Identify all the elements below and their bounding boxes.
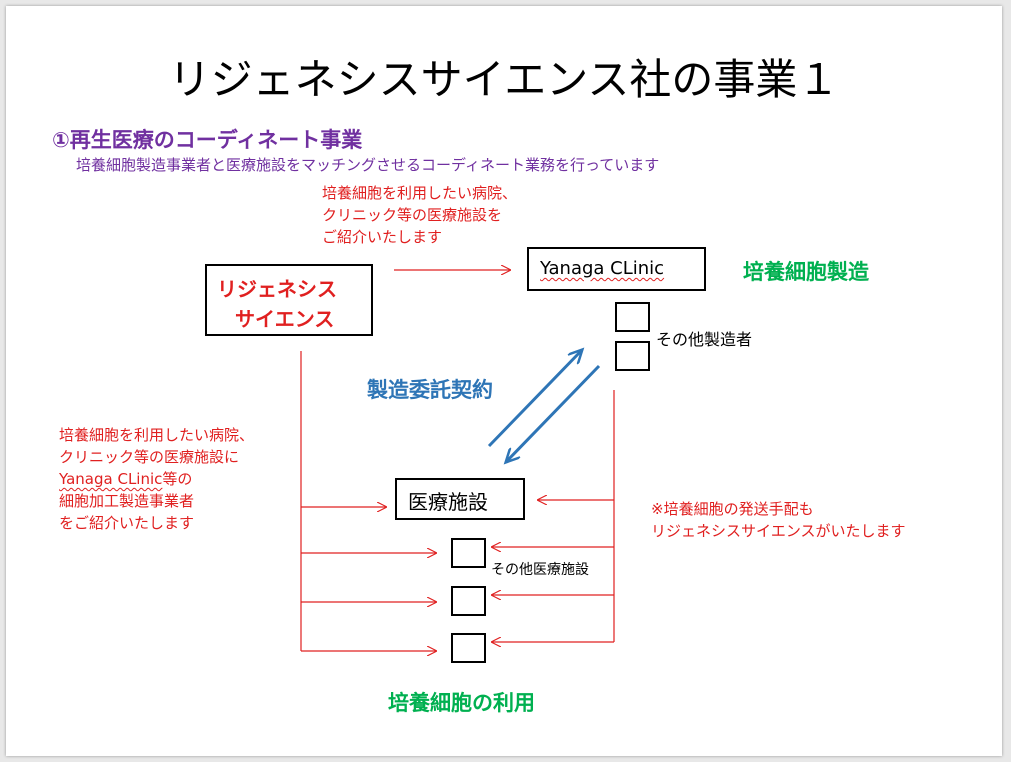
top-note: 培養細胞を利用したい病院、 クリニック等の医療施設を ご紹介いたします (322, 182, 517, 248)
clinic-box: Yanaga CLinic (527, 247, 706, 291)
left-note-line: 細胞加工製造事業者 (59, 492, 195, 510)
manufacturer-square (615, 341, 650, 371)
manufacturer-square (615, 302, 650, 332)
clinic-label: Yanaga CLinic (540, 258, 665, 279)
contract-arrow-down (507, 364, 601, 461)
top-note-line: 培養細胞を利用したい病院、 (322, 184, 518, 202)
regenesis-label-line: リジェネシス (217, 277, 337, 301)
cell-usage-label: 培養細胞の利用 (388, 691, 535, 715)
medical-facility-label: 医療施設 (408, 490, 488, 514)
left-note-line: をご紹介いたします (59, 514, 195, 532)
medical-square (451, 538, 486, 568)
medical-square (451, 586, 486, 616)
regenesis-label-line: サイエンス (235, 307, 335, 331)
left-note-brand-suffix: 等の (162, 470, 193, 488)
other-medical-label: その他医療施設 (491, 562, 589, 578)
other-manufacturers-label: その他製造者 (656, 330, 753, 349)
medical-square (451, 633, 486, 663)
top-note-line: クリニック等の医療施設を (322, 206, 503, 224)
left-note-line: 培養細胞を利用したい病院、 (59, 426, 255, 444)
left-note-brand: Yanaga CLinic (59, 470, 163, 488)
right-note: ※培養細胞の発送手配も リジェネシスサイエンスがいたします (651, 498, 906, 542)
section-heading: ①再生医療のコーディネート事業 (52, 128, 363, 152)
contract-arrow-up (487, 351, 581, 448)
regenesis-box: リジェネシス サイエンス (205, 264, 373, 336)
section-subtitle: 培養細胞製造事業者と医療施設をマッチングさせるコーディネート業務を行っています (76, 156, 660, 174)
left-note-line: クリニック等の医療施設に (59, 448, 240, 466)
left-note: 培養細胞を利用したい病院、 クリニック等の医療施設に Yanaga CLinic… (59, 424, 254, 534)
connector-lines (300, 6, 615, 756)
slide: リジェネシスサイエンス社の事業１ ①再生医療のコーディネート事業 培養細胞製造事… (6, 6, 1002, 756)
slide-title: リジェネシスサイエンス社の事業１ (168, 55, 840, 104)
medical-facility-box: 医療施設 (395, 478, 525, 520)
contract-label: 製造委託契約 (367, 378, 493, 402)
right-note-line: ※培養細胞の発送手配も (651, 500, 814, 518)
cell-manufacturing-label: 培養細胞製造 (743, 260, 869, 284)
left-note-line: Yanaga CLinic等の (59, 468, 254, 490)
top-note-line: ご紹介いたします (322, 228, 443, 246)
right-note-line: リジェネシスサイエンスがいたします (651, 522, 906, 540)
